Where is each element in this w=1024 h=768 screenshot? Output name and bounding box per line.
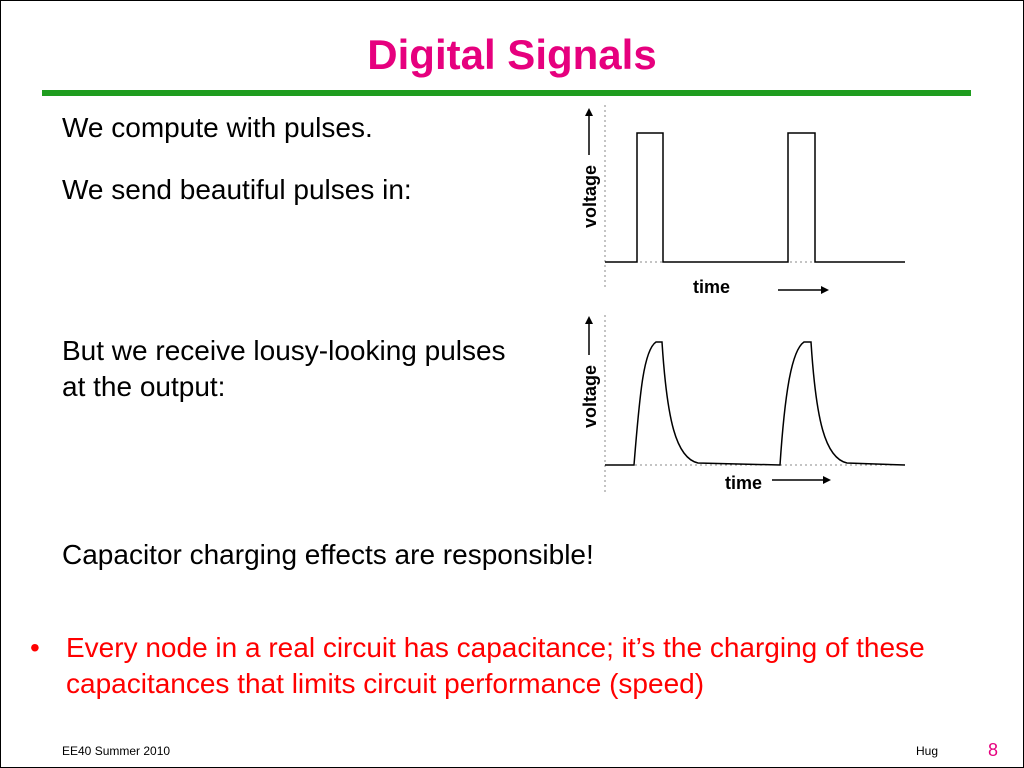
input-pulse-plot: voltage time [580,105,905,297]
slide-title: Digital Signals [367,31,657,78]
footer-author: Hug [916,744,939,758]
text-line-receive: But we receive lousy-looking pulses at t… [62,335,506,402]
text-line-compute: We compute with pulses. [62,112,373,143]
bullet-text: Every node in a real circuit has capacit… [66,632,925,699]
output-pulse-plot: voltage time [580,315,906,493]
footer-course: EE40 Summer 2010 [62,744,171,758]
bullet-dot: • [30,632,40,663]
text-line-capacitor: Capacitor charging effects are responsib… [62,539,594,570]
output-plot-ylabel: voltage [580,365,600,428]
input-pulse-waveform [605,132,905,263]
page-number: 8 [988,740,999,760]
output-plot-xlabel: time [725,473,762,493]
input-ylabel-arrow-head [585,108,593,116]
output-pulse-waveform [605,341,906,466]
output-xlabel-arrow-head [823,476,831,484]
input-plot-ylabel: voltage [580,165,600,228]
text-line-send: We send beautiful pulses in: [62,174,412,205]
input-plot-xlabel: time [693,277,730,297]
title-underline [42,90,971,96]
input-xlabel-arrow-head [821,286,829,294]
output-ylabel-arrow-head [585,316,593,324]
